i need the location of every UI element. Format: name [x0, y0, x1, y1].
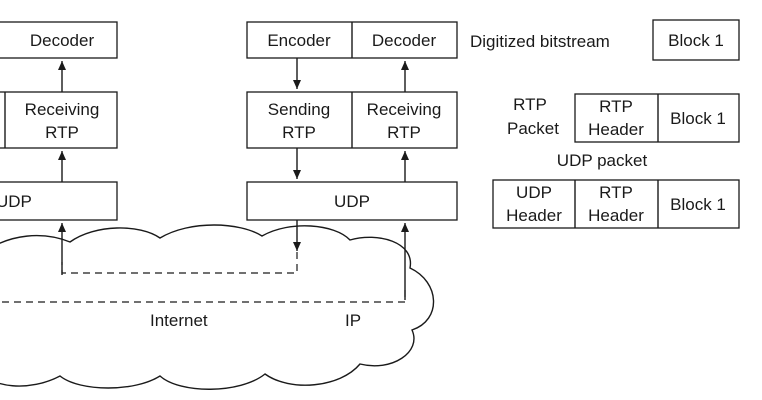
internet-label: Internet	[150, 311, 208, 330]
rtp-packet-header-label-2: Header	[588, 120, 644, 139]
udp-packet-rtp-header-label-1: RTP	[599, 183, 633, 202]
bitstream-block1-label: Block 1	[668, 31, 724, 50]
ip-label: IP	[345, 311, 361, 330]
dashed-path-outer	[0, 290, 406, 303]
right-encoder-label: Encoder	[267, 31, 331, 50]
right-udp-label: UDP	[334, 192, 370, 211]
right-stack: Encoder Decoder Sending RTP Receiving RT…	[246, 21, 458, 300]
left-decoder-box	[0, 21, 118, 59]
udp-header-label-2: Header	[506, 206, 562, 225]
left-receiving-rtp-label-2: RTP	[45, 123, 79, 142]
rtp-packet-label-1: RTP	[513, 95, 547, 114]
udp-header-label-1: UDP	[516, 183, 552, 202]
udp-packet-box	[492, 179, 740, 229]
digitized-bitstream-label: Digitized bitstream	[470, 32, 610, 51]
left-receiving-rtp-label-1: Receiving	[25, 100, 100, 119]
right-receiving-rtp-label-1: Receiving	[367, 100, 442, 119]
right-sending-rtp-label-2: RTP	[282, 123, 316, 142]
left-udp-box	[0, 181, 118, 221]
rtp-packet-header-label-1: RTP	[599, 97, 633, 116]
udp-packet-block1-label: Block 1	[670, 195, 726, 214]
right-sending-rtp-label-1: Sending	[268, 100, 330, 119]
left-stack: Decoder Receiving RTP UDP	[0, 21, 118, 275]
right-udp-box	[246, 181, 458, 221]
packet-legend: Digitized bitstream Block 1 RTP Packet R…	[470, 19, 740, 229]
dashed-path-inner	[61, 252, 298, 274]
bitstream-block1-box	[652, 19, 740, 61]
right-decoder-label: Decoder	[372, 31, 437, 50]
left-udp-label: UDP	[0, 192, 32, 211]
rtp-packet-block1-label: Block 1	[670, 109, 726, 128]
udp-packet-label: UDP packet	[557, 151, 648, 170]
udp-packet-rtp-header-label-2: Header	[588, 206, 644, 225]
rtp-packet-box	[574, 93, 740, 143]
right-receiving-rtp-label-2: RTP	[387, 123, 421, 142]
left-receiving-rtp-box	[0, 91, 118, 149]
internet-cloud	[0, 224, 435, 390]
rtp-packet-label-2: Packet	[507, 119, 559, 138]
left-decoder-label: Decoder	[30, 31, 95, 50]
